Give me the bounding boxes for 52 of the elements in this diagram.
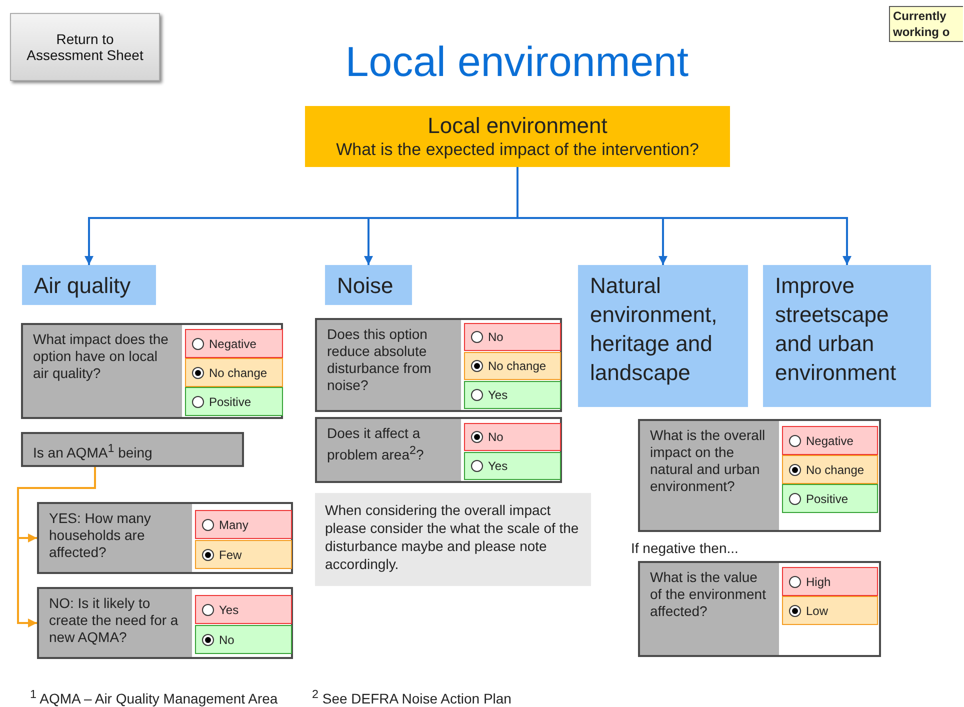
- radio-option: No: [464, 423, 561, 451]
- radio-option: Many: [195, 510, 292, 539]
- radio-option: No: [464, 323, 561, 351]
- question-panel: [315, 318, 562, 412]
- question-text: NO: Is it likely to create the need for a new AQMA?: [49, 595, 180, 646]
- question-text: Does it affect a problem area$^{2}$?: [327, 425, 425, 464]
- radio-option: Yes: [464, 452, 561, 480]
- category-box: [22, 265, 156, 305]
- radio-option: Yes: [195, 595, 292, 624]
- category-box: [578, 265, 748, 407]
- header-box: [305, 106, 730, 167]
- condition-text: If negative then...: [631, 540, 738, 556]
- category-title: Natural environment, heritage and landscape: [590, 272, 718, 387]
- radio-option: Positive: [185, 387, 283, 416]
- radio-option: No change: [185, 358, 283, 387]
- category-box: [763, 265, 931, 407]
- header-question: What is the expected impact of the intervention?: [336, 139, 699, 160]
- category-box: [325, 265, 412, 305]
- return-button: Return to Assessment Sheet: [10, 13, 160, 81]
- question-panel: [37, 502, 293, 574]
- radio-option: Negative: [185, 329, 283, 358]
- question-text: YES: How many households are affected?: [49, 510, 152, 561]
- category-title: Air quality: [34, 272, 132, 300]
- category-title: Improve streetscape and urban environment: [775, 272, 898, 387]
- question-text: What is the value of the environment affected?: [650, 569, 767, 620]
- question-panel: [638, 419, 881, 532]
- radio-option: High: [782, 567, 878, 596]
- question-text: What impact does the option have on local air quality?: [33, 331, 170, 382]
- radio-option: No change: [464, 352, 561, 380]
- question-text: Does this option reduce absolute disturbance from noise?: [327, 326, 432, 394]
- radio-option: Low: [782, 596, 878, 625]
- radio-option: Negative: [782, 426, 878, 455]
- question-panel: [37, 587, 293, 659]
- category-title: Noise: [337, 272, 394, 300]
- question-text: What is the overall impact on the natural and urban environment?: [650, 427, 766, 495]
- question-panel: [315, 417, 562, 483]
- footnote-text: $^{2}$ See DEFRA Noise Action Plan: [312, 688, 512, 707]
- radio-option: Positive: [782, 484, 878, 513]
- status-note: Currently working o: [889, 6, 963, 42]
- page-title: Local environment: [344, 38, 690, 86]
- header-title: Local environment: [428, 113, 608, 139]
- radio-option: Few: [195, 540, 292, 569]
- radio-option: No change: [782, 455, 878, 484]
- connector-arrow: [17, 467, 96, 628]
- footnote-text: $^{1}$ AQMA – Air Quality Management Area: [30, 688, 278, 707]
- question-panel: [21, 323, 283, 419]
- radio-option: No: [195, 625, 292, 654]
- radio-option: Yes: [464, 381, 561, 409]
- note-text: When considering the overall impact please consider the what the scale of the disturbance maybe and please note accordingly.: [325, 501, 580, 573]
- question-panel: [638, 561, 881, 657]
- question-panel: [21, 432, 244, 467]
- question-text: Is an AQMA$^{1}$ being: [33, 441, 154, 462]
